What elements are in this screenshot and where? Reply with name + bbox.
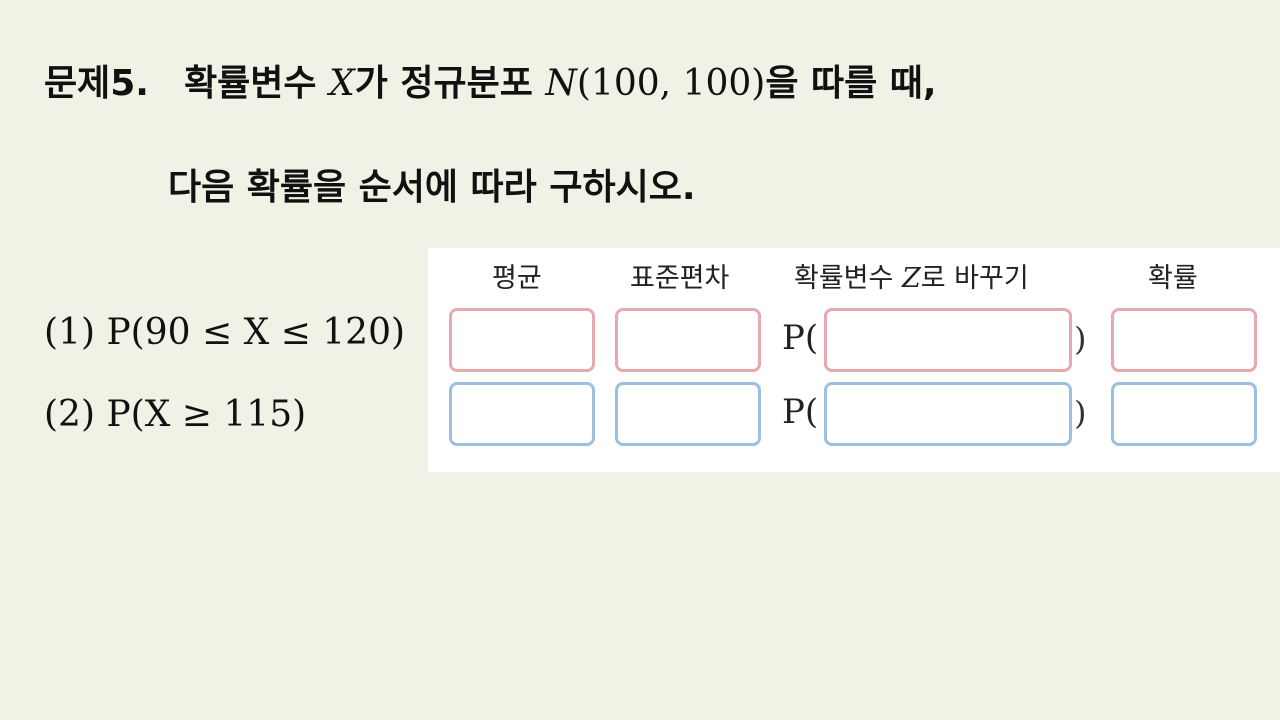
answer-table: 평균 표준편차 확률변수 Z로 바꾸기 확률 P( ) P( ) bbox=[428, 248, 1280, 472]
question-1: (1) P(90 ≤ X ≤ 120) bbox=[44, 312, 405, 353]
header-z-suffix: 로 바꾸기 bbox=[920, 263, 1029, 294]
row1-prob-input[interactable] bbox=[1111, 308, 1257, 372]
row1-mean-input[interactable] bbox=[449, 308, 595, 372]
row1-z-input[interactable] bbox=[824, 308, 1072, 372]
header-sd: 표준편차 bbox=[630, 263, 730, 294]
problem-title: 문제5. 확률변수 X가 정규분포 N(100, 100)을 따를 때, bbox=[44, 54, 937, 106]
row2-p-close: ) bbox=[1074, 394, 1087, 432]
distribution-params: (100, 100) bbox=[576, 63, 766, 104]
problem-text-3: 을 따를 때, bbox=[765, 63, 937, 104]
problem-text-1: 확률변수 bbox=[184, 63, 317, 104]
header-mean: 평균 bbox=[492, 263, 542, 294]
header-prob: 확률 bbox=[1148, 263, 1198, 294]
row2-sd-input[interactable] bbox=[615, 382, 761, 446]
distribution-letter: N bbox=[545, 63, 577, 104]
variable-x: X bbox=[329, 63, 355, 104]
row1-p-open: P( bbox=[782, 318, 819, 358]
header-z: 확률변수 Z로 바꾸기 bbox=[794, 256, 1029, 295]
problem-text-2: 가 정규분포 bbox=[354, 63, 533, 104]
row2-p-open: P( bbox=[782, 392, 819, 432]
question-2: (2) P(X ≥ 115) bbox=[44, 394, 306, 435]
question-1-expr: P(90 ≤ X ≤ 120) bbox=[106, 312, 406, 353]
row2-prob-input[interactable] bbox=[1111, 382, 1257, 446]
row2-mean-input[interactable] bbox=[449, 382, 595, 446]
question-2-expr: P(X ≥ 115) bbox=[106, 394, 307, 435]
row1-sd-input[interactable] bbox=[615, 308, 761, 372]
row1-p-close: ) bbox=[1074, 320, 1087, 358]
header-z-var: Z bbox=[901, 263, 921, 294]
row2-z-input[interactable] bbox=[824, 382, 1072, 446]
question-1-number: (1) bbox=[44, 312, 95, 353]
problem-instruction: 다음 확률을 순서에 따라 구하시오. bbox=[168, 167, 696, 208]
header-z-prefix: 확률변수 bbox=[794, 263, 894, 294]
problem-prefix: 문제5. bbox=[44, 63, 149, 104]
question-2-number: (2) bbox=[44, 394, 95, 435]
